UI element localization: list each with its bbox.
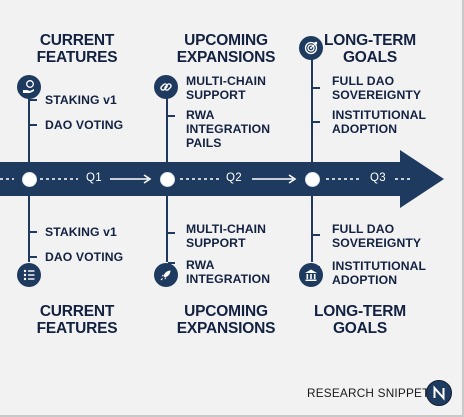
heading-line: GOALS [332,320,388,337]
connector-line [311,58,313,162]
target-icon [299,36,323,60]
connector-line [166,96,168,162]
connector-line [28,196,30,262]
item-dao-voting-top: DAO VOTING [45,118,123,132]
timeline-node-q1 [22,172,37,187]
heading-long-term-goals-bottom: LONG-TERM GOALS [295,303,425,337]
connector-tick [30,124,37,126]
heading-line: EXPANSIONS [176,49,276,66]
connector-tick [313,121,320,123]
item-text: INTEGRATION [186,122,271,136]
heading-line: FEATURES [36,320,118,337]
timeline-label-q3: Q3 [370,172,386,184]
item-text: MULTI-CHAIN [186,222,267,236]
connector-line [28,96,30,162]
item-text: FULL DAO [332,222,395,236]
timeline-label-q1: Q1 [86,172,102,184]
connector-tick [30,99,37,101]
connector-tick [168,262,175,264]
heading-line: UPCOMING [184,303,268,320]
item-institutional-top: INSTITUTIONAL ADOPTION [332,108,426,136]
item-text: MULTI-CHAIN [186,74,267,88]
hand-coin-icon [17,75,41,99]
heading-line: GOALS [342,49,398,66]
item-multi-chain-top: MULTI-CHAIN SUPPORT [186,74,266,102]
rocket-icon [154,263,178,287]
timeline-node-q3 [305,172,320,187]
item-text: RWA [186,108,215,122]
connector-tick [168,232,175,234]
item-institutional-bottom: INSTITUTIONAL ADOPTION [332,259,426,287]
heading-line: UPCOMING [184,32,268,49]
item-text: FULL DAO [332,74,395,88]
item-text: SUPPORT [186,88,246,102]
heading-line: FEATURES [36,49,118,66]
heading-current-features-bottom: CURRENT FEATURES [12,303,142,337]
connector-tick [313,234,320,236]
connector-tick [313,87,320,89]
list-icon [17,263,41,287]
footer-research-snippet: RESEARCH SNIPPET [307,386,430,400]
timeline-label-q2: Q2 [226,172,242,184]
item-text: DAO VOTING [45,250,124,264]
connector-line [166,196,168,262]
item-rwa-integration-bottom: RWA INTEGRATION [186,258,270,286]
heading-upcoming-expansions-bottom: UPCOMING EXPANSIONS [161,303,291,337]
item-dao-voting-bottom: DAO VOTING [45,250,123,264]
item-rwa-integration-top: RWA INTEGRATION PAILS [186,108,270,150]
item-multi-chain-bottom: MULTI-CHAIN SUPPORT [186,222,266,250]
item-text: INTEGRATION [186,272,271,286]
item-text: STAKING v1 [45,225,117,239]
heading-line: CURRENT [39,32,115,49]
item-text: SUPPORT [186,236,246,250]
item-text: INSTITUTIONAL [332,259,427,273]
heading-line: EXPANSIONS [176,320,276,337]
bank-icon [299,263,323,287]
item-text: SOVEREIGNTY [332,88,422,102]
item-full-dao-top: FULL DAO SOVEREIGNTY [332,74,421,102]
connector-tick [30,256,37,258]
item-text: ADOPTION [332,122,398,136]
item-staking-v1-bottom: STAKING v1 [45,225,117,239]
connector-tick [168,115,175,117]
item-text: ADOPTION [332,273,398,287]
item-text: PAILS [186,136,222,150]
item-text: STAKING v1 [45,93,117,107]
heading-long-term-goals-top: LONG-TERM GOALS [305,32,435,66]
item-staking-v1-top: STAKING v1 [45,93,117,107]
heading-line: LONG-TERM [313,303,407,320]
item-full-dao-bottom: FULL DAO SOVEREIGNTY [332,222,421,250]
item-text: INSTITUTIONAL [332,108,427,122]
timeline-node-q2 [160,172,175,187]
connector-tick [30,231,37,233]
item-text: RWA [186,258,215,272]
item-text: DAO VOTING [45,118,124,132]
n-logo-icon [426,380,452,406]
heading-line: LONG-TERM [323,32,417,49]
heading-line: CURRENT [39,303,115,320]
item-text: SOVEREIGNTY [332,236,422,250]
chain-link-icon [154,75,178,99]
heading-current-features-top: CURRENT FEATURES [12,32,142,66]
connector-line [311,196,313,262]
heading-upcoming-expansions-top: UPCOMING EXPANSIONS [161,32,291,66]
